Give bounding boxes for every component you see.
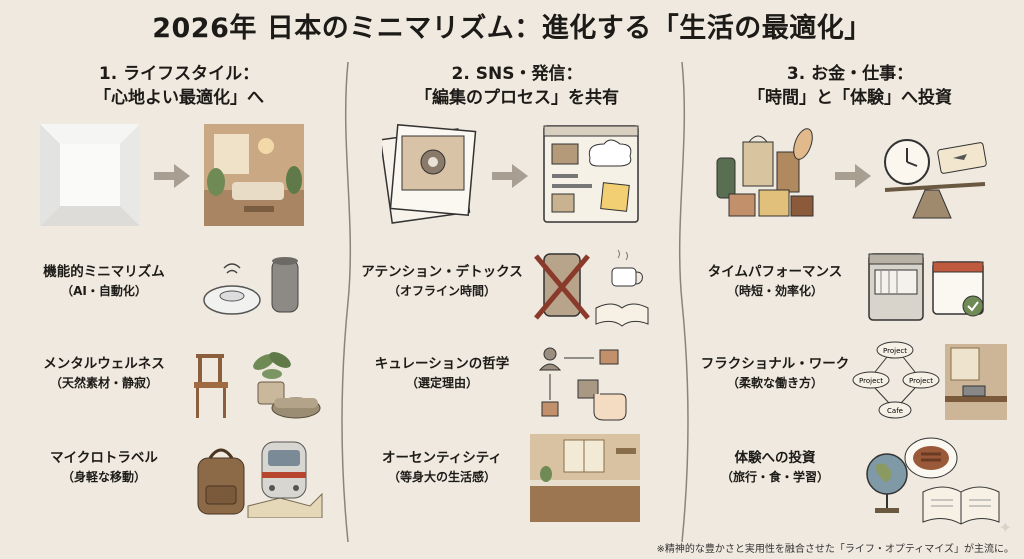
robot-vacuum-icon — [203, 257, 299, 315]
list-item: フラクショナル・ワーク（柔軟な働き方） Project Project Proj… — [685, 340, 1015, 422]
cozy-room-image — [204, 124, 304, 226]
column-heading: 3. お金・仕事： 「時間」と「体験」へ投資 — [748, 64, 952, 108]
column-sns: 2. SNS・発信： 「編集のプロセス」を共有 アテンション・デトックス（オフラ… — [352, 62, 682, 532]
arrow-right-icon — [154, 164, 190, 188]
backpack-train-icon — [197, 441, 323, 518]
globe-food-book-icon — [866, 437, 1000, 525]
bubble-label: Project — [909, 377, 933, 385]
clock-ticket-scale-icon — [884, 139, 987, 219]
page-title: 2026年 日本のミニマリズム：進化する「生活の最適化」 — [152, 13, 872, 44]
hero-illustration — [352, 124, 682, 228]
curation-flow-icon — [538, 347, 627, 421]
bubble-label: Project — [859, 377, 883, 385]
list-item: アテンション・デトックス（オフライン時間） — [352, 248, 682, 330]
watermark-sparkle-icon: ✦ — [998, 518, 1012, 537]
editing-board-icon — [543, 125, 639, 223]
list-item: メンタルウェルネス（天然素材・静寂） — [14, 340, 344, 422]
list-item: キュレーションの哲学（選定理由） — [352, 340, 682, 422]
arrow-right-icon — [492, 164, 528, 188]
column-divider — [678, 62, 689, 542]
footnote: ※精神的な豊かさと実用性を融合させた「ライフ・オプティマイズ」が主流に。 — [656, 544, 1014, 555]
column-heading: 1. ライフスタイル： 「心地よい最適化」へ — [94, 64, 264, 108]
list-item: オーセンティシティ（等身大の生活感） — [352, 434, 682, 522]
list-item: 機能的ミニマリズム（AI・自動化） — [14, 248, 344, 330]
arrow-right-icon — [835, 164, 871, 188]
empty-room-image — [40, 124, 140, 226]
list-item: マイクロトラベル（身軽な移動） — [14, 434, 344, 518]
project-bubbles-icon: Project Project Project Cafe — [852, 341, 1007, 420]
list-item: タイムパフォーマンス（時短・効率化） — [685, 248, 1015, 330]
bubble-label: Project — [883, 347, 907, 355]
chair-plant-icon — [194, 352, 321, 419]
list-item: 体験への投資（旅行・食・学習） — [685, 434, 1015, 525]
kitchen-image — [530, 434, 640, 522]
crossed-phone-icon — [534, 249, 649, 327]
dishwasher-calendar-icon — [868, 253, 984, 321]
column-divider — [341, 62, 352, 542]
hero-illustration — [685, 124, 1015, 228]
polaroid-photos-icon — [382, 124, 477, 224]
shopping-goods-icon — [716, 128, 814, 217]
column-money-work: 3. お金・仕事： 「時間」と「体験」へ投資 タイムパフォーマンス（時短・効 — [685, 62, 1015, 532]
hero-illustration — [14, 124, 344, 228]
column-lifestyle: 1. ライフスタイル： 「心地よい最適化」へ 機能的ミニマリズム（AI・自動化） — [14, 62, 344, 532]
column-heading: 2. SNS・発信： 「編集のプロセス」を共有 — [415, 64, 619, 108]
bubble-label: Cafe — [887, 407, 903, 415]
